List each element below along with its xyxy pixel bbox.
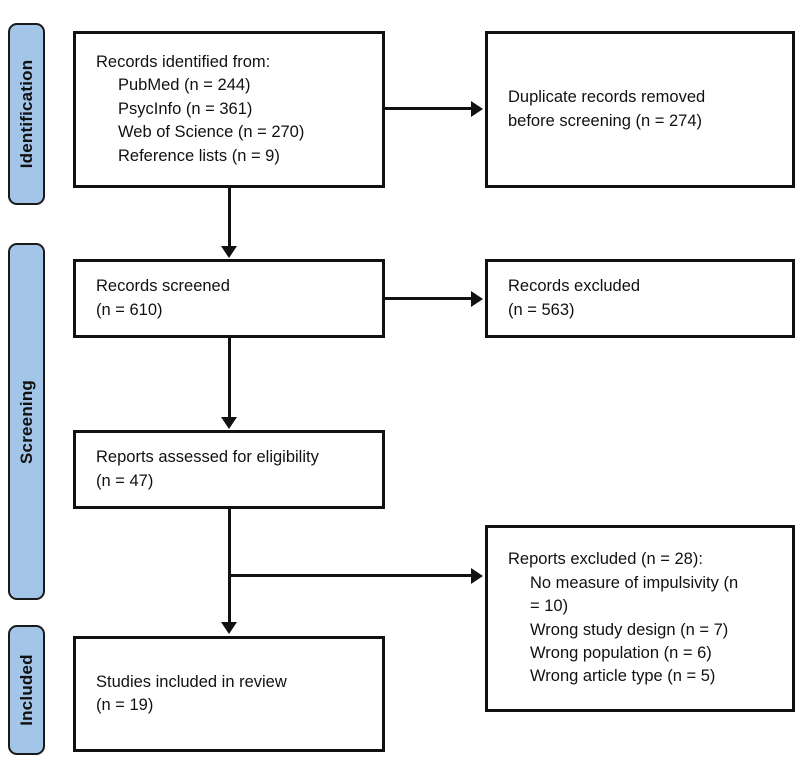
box-records-identified-text: Records identified from: PubMed (n = 244… (76, 51, 304, 168)
records-identified-source-pubmed: PubMed (n = 244) (118, 76, 251, 95)
box-studies-included-text: Studies included in review (n = 19) (76, 671, 287, 718)
arrowhead-down-icon (221, 417, 237, 429)
box-records-screened: Records screened (n = 610) (73, 259, 385, 338)
stage-label-included: Included (16, 654, 36, 726)
records-screened-count: (n = 610) (96, 300, 163, 319)
box-reports-assessed-text: Reports assessed for eligibility (n = 47… (76, 446, 319, 493)
arrowhead-right-icon (471, 568, 483, 584)
reports-excluded-heading: Reports excluded (n = 28): (508, 550, 703, 569)
records-identified-source-reference-lists: Reference lists (n = 9) (118, 146, 280, 165)
box-records-excluded: Records excluded (n = 563) (485, 259, 795, 338)
studies-included-count: (n = 19) (96, 696, 154, 714)
arrowhead-down-icon (221, 246, 237, 258)
reports-excluded-reason-no-measure: No measure of impulsivity (n (530, 573, 739, 592)
reports-excluded-reason-wrong-population: Wrong population (n = 6) (530, 643, 712, 662)
duplicates-line-2: before screening (n = 274) (508, 111, 702, 130)
records-identified-source-psycinfo: PsycInfo (n = 361) (118, 99, 253, 118)
stage-label-identification: Identification (16, 59, 36, 169)
duplicates-line-1: Duplicate records removed (508, 88, 706, 107)
connector-identified-to-screened (228, 188, 231, 248)
stage-pill-included: Included (8, 625, 45, 755)
records-identified-heading: Records identified from: (96, 52, 271, 71)
stage-pill-screening: Screening (8, 243, 45, 600)
records-excluded-label: Records excluded (508, 277, 641, 296)
box-records-screened-text: Records screened (n = 610) (76, 275, 230, 322)
box-duplicate-records-removed: Duplicate records removed before screeni… (485, 31, 795, 188)
stage-label-screening: Screening (16, 379, 36, 464)
reports-assessed-label: Reports assessed for eligibility (96, 448, 319, 467)
records-excluded-count: (n = 563) (508, 300, 575, 319)
reports-excluded-reason-wrong-article-type: Wrong article type (n = 5) (530, 667, 716, 686)
stage-pill-identification: Identification (8, 23, 45, 205)
arrowhead-right-icon (471, 291, 483, 307)
connector-eligibility-to-reports-excluded (228, 574, 473, 577)
connector-eligibility-to-included (228, 509, 231, 624)
box-records-excluded-text: Records excluded (n = 563) (488, 275, 640, 322)
reports-assessed-count: (n = 47) (96, 471, 154, 490)
box-reports-assessed-for-eligibility: Reports assessed for eligibility (n = 47… (73, 430, 385, 509)
connector-identified-to-duplicates (385, 107, 473, 110)
arrowhead-right-icon (471, 101, 483, 117)
records-screened-label: Records screened (96, 277, 230, 296)
box-studies-included-in-review: Studies included in review (n = 19) (73, 636, 385, 752)
box-records-identified: Records identified from: PubMed (n = 244… (73, 31, 385, 188)
connector-screened-to-records-excluded (385, 297, 473, 300)
studies-included-label: Studies included in review (96, 672, 287, 691)
records-identified-source-web-of-science: Web of Science (n = 270) (118, 123, 305, 142)
box-duplicate-records-removed-text: Duplicate records removed before screeni… (488, 86, 705, 133)
reports-excluded-reason-no-measure-cont: = 10) (530, 597, 569, 616)
reports-excluded-reason-wrong-study-design: Wrong study design (n = 7) (530, 620, 729, 639)
box-reports-excluded-text: Reports excluded (n = 28): No measure of… (488, 548, 738, 689)
arrowhead-down-icon (221, 622, 237, 634)
box-reports-excluded: Reports excluded (n = 28): No measure of… (485, 525, 795, 712)
connector-screened-to-eligibility (228, 338, 231, 417)
